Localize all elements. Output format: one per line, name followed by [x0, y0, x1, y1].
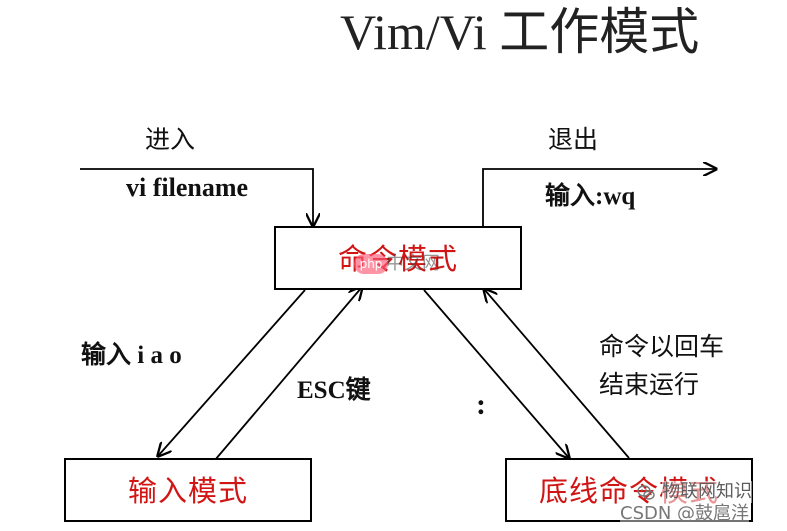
finish-line-2-label: 结束运行	[599, 372, 700, 399]
site-watermark: 中文网	[386, 253, 440, 274]
exit-label: 退出	[548, 127, 599, 154]
enter-vi-connector	[80, 168, 313, 226]
insert-keys-label: 输入 i a o	[81, 342, 182, 369]
exit-command-label: 输入:wq	[545, 183, 636, 210]
php-badge-icon: php	[354, 254, 388, 274]
insert-mode-box: 输入模式	[64, 458, 312, 522]
enter-command-label: vi filename	[126, 173, 249, 202]
last-line-to-command-arrow	[484, 289, 630, 459]
command-to-last-line-arrow	[423, 289, 569, 458]
colon-label: :	[476, 388, 486, 421]
enter-label: 进入	[145, 127, 196, 154]
csdn-watermark: CSDN @鼓扈洋	[620, 503, 750, 525]
command-to-insert-arrow	[158, 289, 306, 456]
wechat-watermark: 物联网知识	[662, 481, 752, 503]
insert-mode-text: 输入模式	[127, 474, 248, 508]
esc-key-label: ESC键	[297, 377, 371, 404]
insert-to-command-arrow	[214, 287, 362, 461]
exit-wq-connector	[482, 169, 716, 226]
wechat-icon	[637, 485, 655, 500]
diagram-title: Vim/Vi 工作模式	[340, 4, 700, 60]
finish-line-1-label: 命令以回车	[599, 334, 725, 361]
